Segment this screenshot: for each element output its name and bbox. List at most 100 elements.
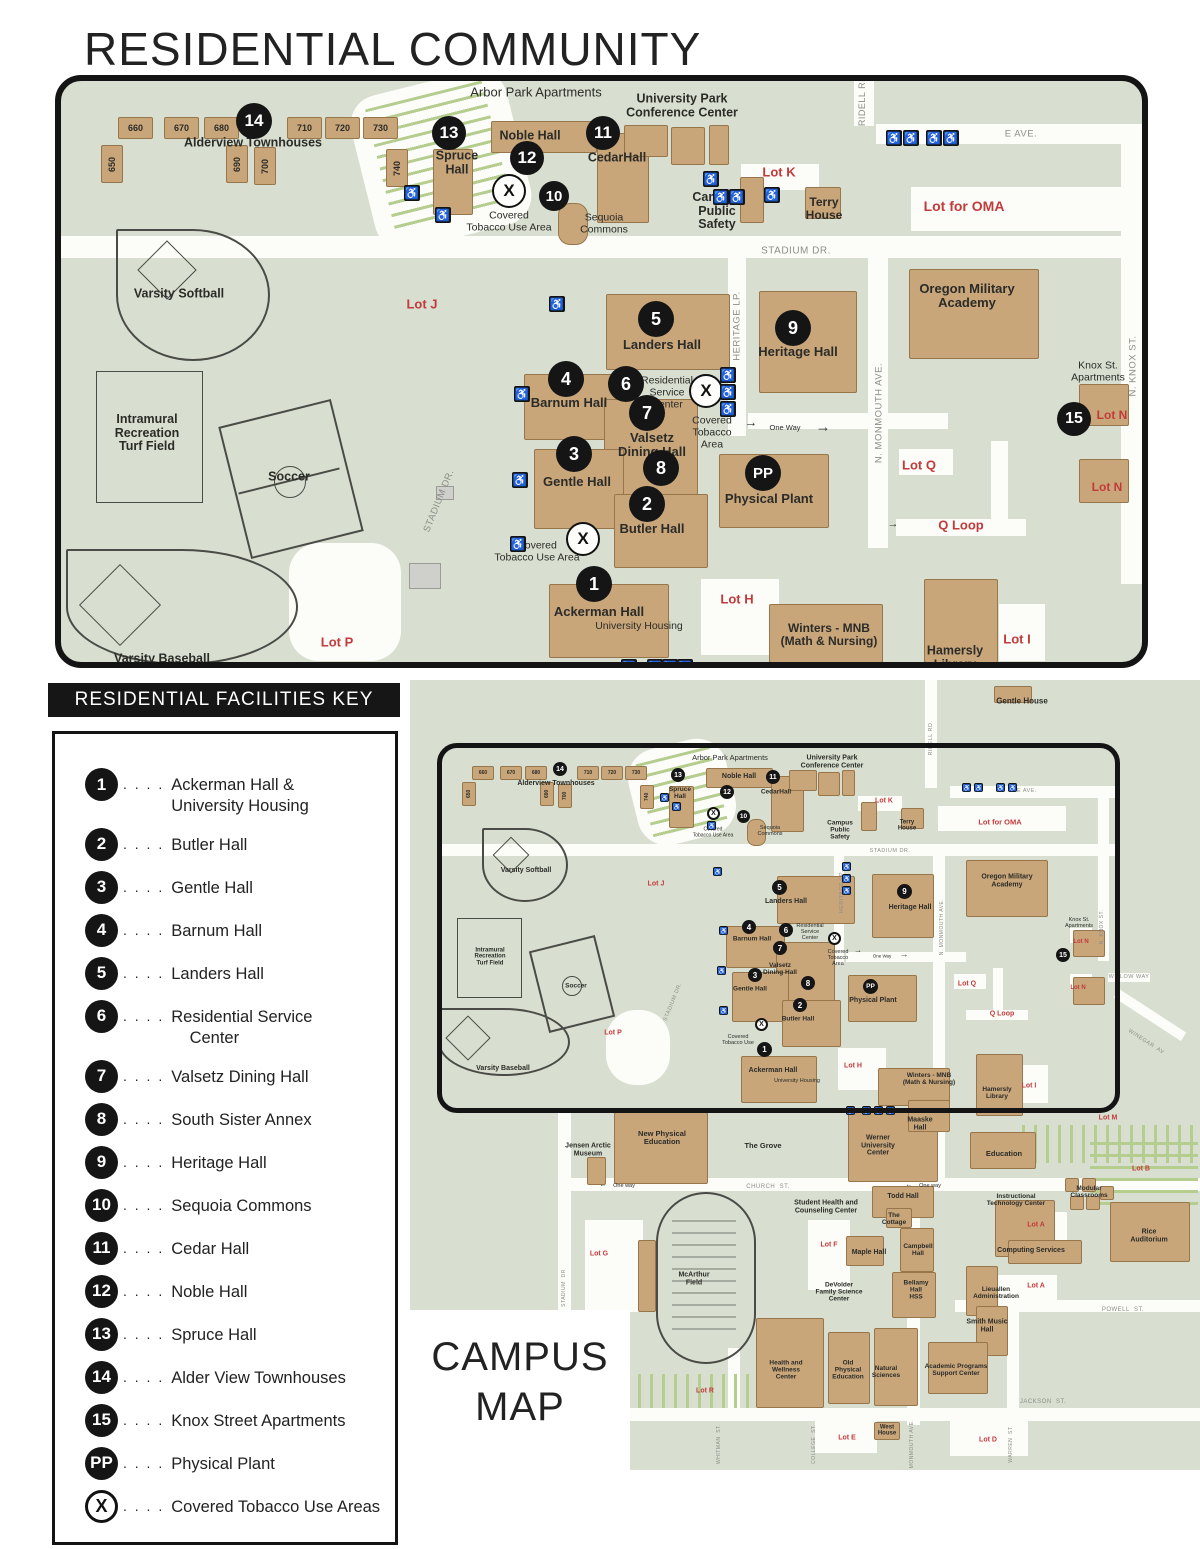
map-label: Covered Tobacco Area: [827, 948, 849, 968]
lot-i-area: [1020, 1065, 1048, 1103]
key-dots: . . . .: [123, 1411, 165, 1428]
building-label: Alderview Townhouses: [517, 780, 595, 788]
accessible-parking-icon: ♿: [549, 296, 565, 312]
accessible-parking-icon: ♿: [662, 659, 678, 662]
key-label: Butler Hall: [171, 835, 248, 854]
accessible-parking-icon: ♿: [435, 207, 451, 223]
conference-center-building: [671, 127, 705, 165]
arbor-park-label: Arbor Park Apartments: [470, 84, 602, 100]
tobacco-area-badge: X: [755, 1018, 768, 1031]
accessible-parking-icon: ♿: [874, 1106, 883, 1115]
map-label: Covered Tobacco Area: [692, 414, 732, 450]
key-label: Residential Service Center: [171, 1007, 313, 1048]
building-label: McArthur Field: [678, 1271, 710, 1286]
accessible-parking-icon: ♿: [842, 862, 851, 871]
building: 660: [472, 766, 494, 780]
building: 730: [625, 766, 647, 780]
map-badge-7: 7: [773, 941, 787, 955]
aps-building: [928, 1342, 988, 1394]
facilities-key-list: 1. . . .Ackerman Hall & University Housi…: [52, 731, 398, 1545]
map-badge-9: 9: [897, 884, 912, 899]
building-label: Winters - MNB (Math & Nursing): [780, 621, 878, 648]
key-badge-11: 11: [85, 1231, 118, 1265]
accessible-parking-icon: ♿: [510, 536, 526, 552]
ridell-road: [854, 81, 874, 126]
baseball-field: [66, 549, 298, 662]
street-label: E AVE.: [1016, 788, 1038, 794]
church-st-road: [560, 1178, 1200, 1191]
ackerman-hall-building: [741, 1056, 817, 1103]
building-label: Varsity Softball: [500, 867, 552, 875]
key-label: Heritage Hall: [171, 1153, 267, 1172]
map-badge-1: 1: [757, 1042, 772, 1057]
tobacco-area-badge: X: [707, 807, 720, 820]
building-label: Ackerman Hall: [553, 603, 645, 619]
map-badge-1: 1: [576, 566, 612, 602]
campus-map-title: CAMPUS MAP: [431, 1335, 609, 1429]
lot-p-area: [606, 1010, 670, 1085]
modular-classroom: [1086, 1196, 1100, 1210]
accessible-parking-icon: ♿: [903, 130, 919, 146]
key-dots: . . . .: [123, 1007, 165, 1024]
building-label: Maple Hall: [851, 1249, 887, 1257]
key-badge-15: 15: [85, 1403, 118, 1437]
map-label: Residential Service Center: [641, 374, 693, 410]
building-label: Instructional Technology Center: [986, 1192, 1046, 1207]
building-label: Heritage Hall: [888, 904, 932, 912]
key-item-PP: PP. . . .Physical Plant: [85, 1446, 395, 1480]
key-badge-5: 5: [85, 956, 118, 990]
key-dots: . . . .: [123, 878, 165, 895]
map-badge-13: 13: [432, 116, 466, 150]
key-label: Sequoia Commons: [171, 1196, 312, 1215]
e-ave-road: [950, 786, 1120, 798]
accessible-parking-icon: ♿: [719, 1006, 728, 1015]
terry-house-building: [805, 187, 841, 219]
new-pe-building: [614, 1112, 708, 1184]
building-label: Jensen Arctic Museum: [565, 1142, 611, 1157]
building: 730: [363, 117, 398, 139]
softball-field: [482, 828, 568, 902]
lot-label: Lot P: [320, 634, 354, 650]
ridell-road: [925, 680, 937, 788]
map-badge-13: 13: [671, 768, 685, 782]
knox-apartments-building: [1073, 977, 1105, 1005]
lot-label: Lot G: [589, 1250, 609, 1258]
key-dots: . . . .: [123, 1239, 165, 1256]
accessible-parking-icon: ♿: [842, 874, 851, 883]
spruce-hall-building: [433, 149, 473, 215]
maple-hall-building: [846, 1236, 884, 1266]
street-label: COLLEGE ST.: [811, 1424, 817, 1464]
building-label: Education: [985, 1148, 1023, 1158]
accessible-parking-icon: ♿: [996, 783, 1005, 792]
building-label: Campbell Hall: [903, 1242, 933, 1257]
map-badge-11: 11: [586, 116, 620, 150]
key-dots: . . . .: [123, 835, 165, 852]
accessible-parking-icon: ♿: [660, 793, 669, 802]
accessible-parking-icon: ♿: [764, 187, 780, 203]
map-badge-2: 2: [793, 998, 807, 1012]
building: 700: [254, 147, 276, 185]
lot-label: Lot B: [1132, 1165, 1150, 1173]
accessible-parking-icon: ♿: [846, 1106, 855, 1115]
building-label: CedarHall: [587, 150, 647, 165]
street-label: WINEGAR AV: [1126, 1028, 1166, 1056]
lot-label: Q Loop: [989, 1010, 1015, 1018]
accessible-parking-icon: ♿: [713, 189, 729, 205]
street-label: E AVE.: [1004, 128, 1038, 140]
winters-mnb-building: [769, 604, 883, 662]
stadium-dr-road: [61, 236, 1142, 258]
building: 740: [640, 785, 654, 809]
building-label: Student Health and Counseling Center: [794, 1199, 858, 1214]
key-dots: . . . .: [123, 1196, 165, 1213]
accessible-parking-icon: ♿: [862, 1106, 871, 1115]
lot-label: Lot F: [820, 1241, 838, 1249]
lot-label: Lot P: [604, 1029, 622, 1037]
key-item-13: 13. . . .Spruce Hall: [85, 1317, 395, 1351]
key-label: Valsetz Dining Hall: [171, 1067, 309, 1086]
street-label: STADIUM DR.: [869, 848, 911, 854]
map-badge-11: 11: [766, 770, 780, 784]
building-label: Rice Auditorium: [1130, 1228, 1168, 1243]
street-label: N. KNOX ST.: [1099, 909, 1105, 945]
building-label: West House: [877, 1424, 897, 1437]
accessible-parking-icon: ♿: [514, 386, 530, 402]
